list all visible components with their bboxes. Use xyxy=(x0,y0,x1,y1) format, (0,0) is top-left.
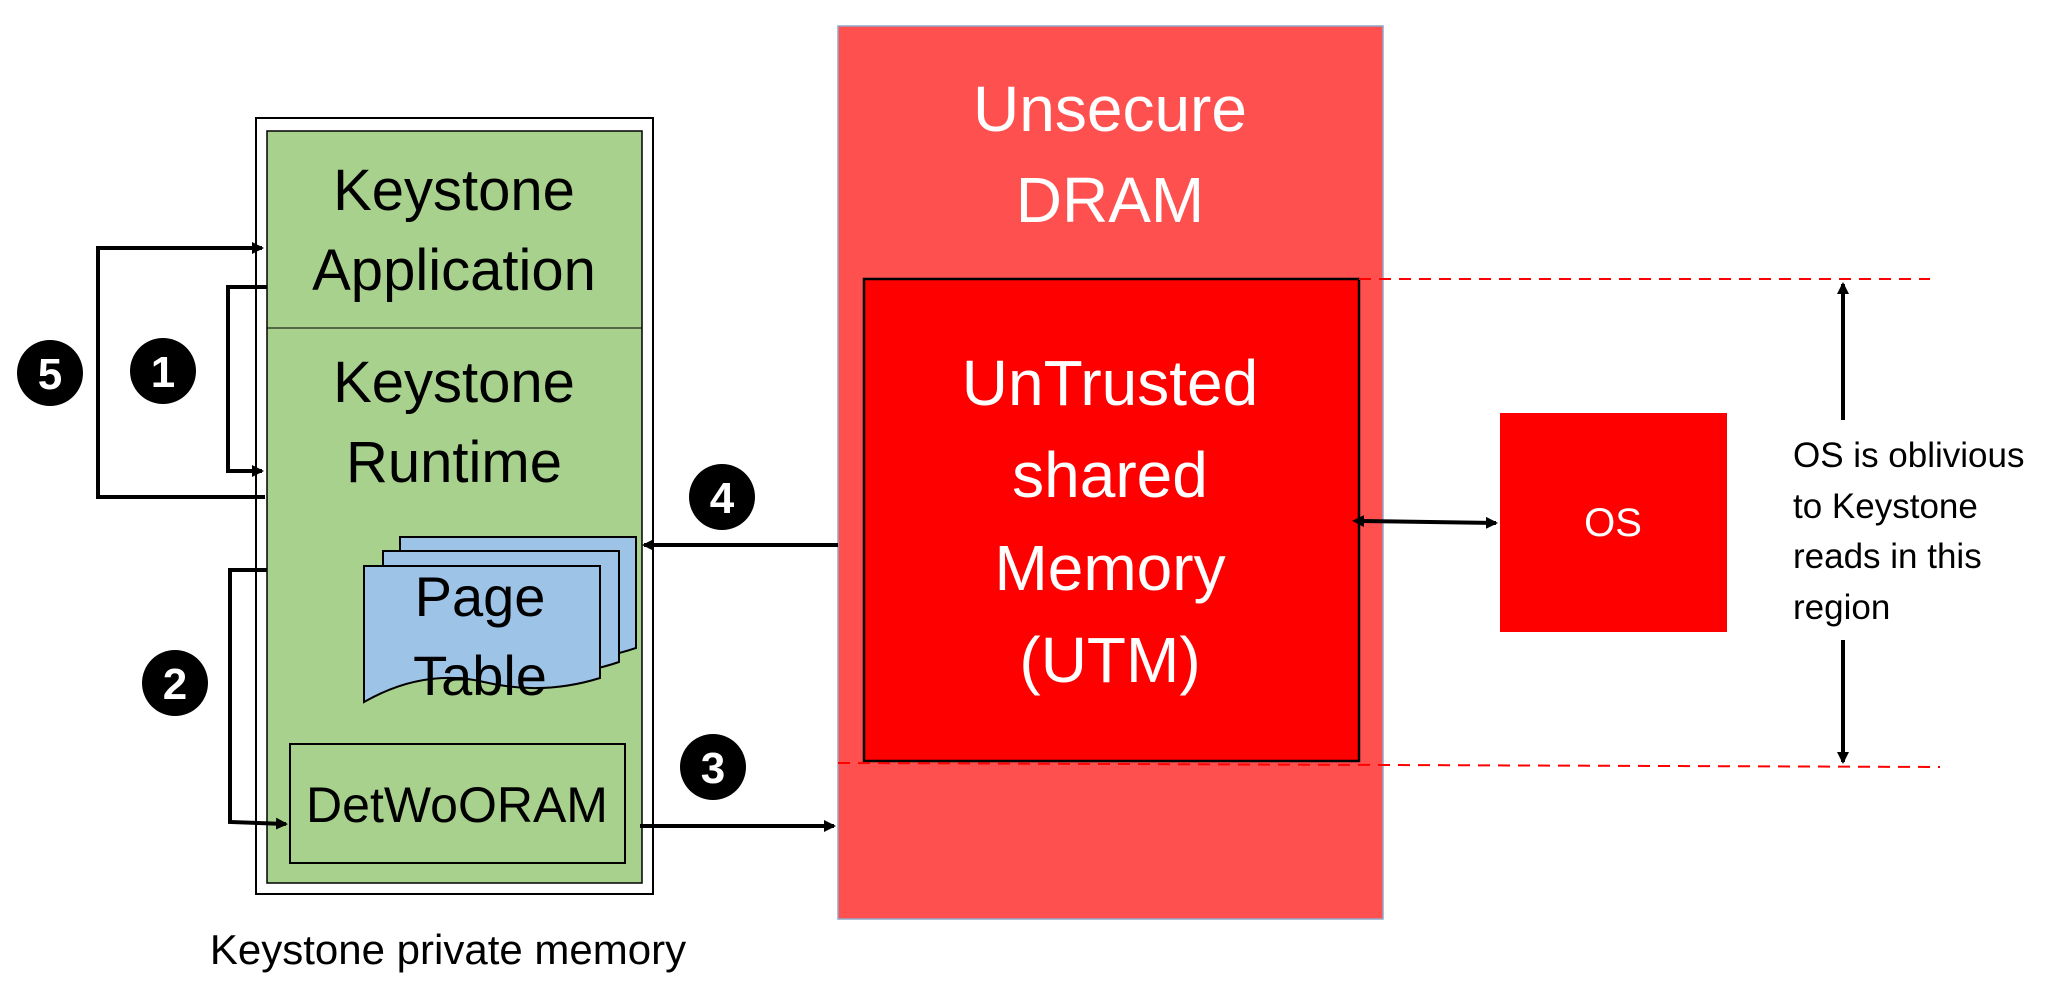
keystone-application-label-line1: Keystone xyxy=(333,158,575,223)
unsecure-dram-title-line2: DRAM xyxy=(1016,164,1204,236)
os-box xyxy=(1500,413,1727,632)
step-1-arrow xyxy=(226,285,267,477)
utm-label-line1: UnTrusted xyxy=(962,347,1258,419)
step-5-number: 5 xyxy=(38,350,62,399)
step-2-badge: 2 xyxy=(142,650,208,716)
os-label: OS xyxy=(1584,501,1642,545)
keystone-private-memory-caption: Keystone private memory xyxy=(210,926,686,973)
page-table-stack: Page Table xyxy=(363,536,637,707)
utm-region xyxy=(862,277,1361,763)
page-table-label-line1: Page xyxy=(415,565,546,628)
page-table-label-line2: Table xyxy=(413,644,547,707)
utm-label-line3: Memory xyxy=(994,532,1225,604)
keystone-runtime-label-line2: Runtime xyxy=(346,430,562,495)
step-4-number: 4 xyxy=(710,474,735,523)
step-1-badge: 1 xyxy=(130,338,196,404)
annotation-line1: OS is oblivious xyxy=(1793,436,2024,475)
annotation-line4: region xyxy=(1793,588,1890,627)
utm-label-line4: (UTM) xyxy=(1019,624,1200,696)
keystone-application-label-line2: Application xyxy=(312,238,596,303)
step-2-arrow xyxy=(228,568,288,830)
step-3-number: 3 xyxy=(701,744,725,793)
annotation-line3: reads in this xyxy=(1793,537,1982,576)
utm-label-line2: shared xyxy=(1012,439,1208,511)
step-3-badge: 3 xyxy=(680,734,746,800)
unsecure-dram-title-line1: Unsecure xyxy=(973,73,1247,145)
page-table-sheet-front xyxy=(363,565,601,704)
step-2-number: 2 xyxy=(163,660,187,709)
detworam-label: DetWoORAM xyxy=(306,777,608,833)
keystone-runtime-label-line1: Keystone xyxy=(333,350,575,415)
detworam-box xyxy=(289,743,626,864)
utm-os-bidirectional-arrow xyxy=(1352,515,1498,529)
utm-bottom-boundary-dashed-line xyxy=(837,762,1941,768)
step-5-arrow xyxy=(96,242,265,499)
step-4-badge: 4 xyxy=(689,464,755,530)
step-5-badge: 5 xyxy=(17,340,83,406)
annotation-line2: to Keystone xyxy=(1793,487,1978,526)
step-1-number: 1 xyxy=(151,348,175,397)
